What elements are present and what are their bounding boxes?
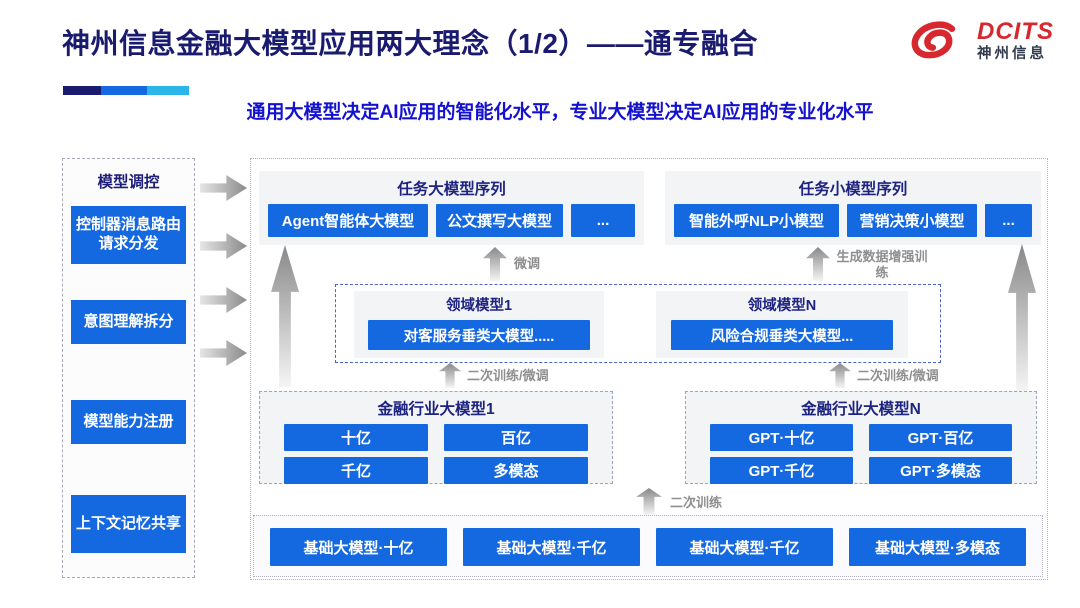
industry-model-1-panel: 金融行业大模型1 十亿 百亿 千亿 多模态 [259, 391, 613, 484]
model-box-gpt-hundred-billion: GPT·千亿 [710, 457, 853, 484]
task-small-model-series-panel: 任务小模型序列 智能外呼NLP小模型 营销决策小模型 ... [665, 171, 1041, 245]
model-box-multimodal: 多模态 [444, 457, 588, 484]
flow-arrow-up-tall-icon [271, 245, 299, 387]
title-accent-bar [63, 86, 189, 95]
model-box-outbound-nlp: 智能外呼NLP小模型 [674, 204, 839, 237]
logo-brand-cn-text: 神州信息 [977, 46, 1047, 63]
foundation-models-panel: 基础大模型·十亿 基础大模型·千亿 基础大模型·千亿 基础大模型·多模态 [253, 515, 1043, 577]
dcits-swirl-icon [911, 21, 956, 59]
model-control-panel: 模型调控 控制器消息路由请求分发 意图理解拆分 模型能力注册 上下文记忆共享 [62, 158, 195, 578]
model-box-billion: 十亿 [284, 424, 428, 451]
model-box-gpt-billion: GPT·十亿 [710, 424, 853, 451]
panel-title: 金融行业大模型N [801, 401, 921, 418]
sidebar-item-message-routing: 控制器消息路由请求分发 [71, 206, 186, 264]
sidebar-item-intent-split: 意图理解拆分 [71, 300, 186, 344]
panel-title: 领域模型N [747, 298, 817, 314]
flow-arrow-right-icon [200, 287, 247, 313]
model-box-gpt-ten-billion: GPT·百亿 [869, 424, 1012, 451]
model-box-ten-billion: 百亿 [444, 424, 588, 451]
panel-title: 任务小模型序列 [798, 181, 908, 198]
model-box-hundred-billion: 千亿 [284, 457, 428, 484]
model-box-customer-service-vertical: 对客服务垂类大模型..... [368, 320, 590, 350]
flow-arrow-right-icon [200, 175, 247, 201]
flow-label-fine-tune: 微调 [514, 256, 541, 271]
flow-label-secondary-train-finetune: 二次训练/微调 [467, 368, 549, 383]
flow-arrow-up-icon [829, 363, 851, 388]
flow-label-secondary-train-finetune: 二次训练/微调 [857, 368, 939, 383]
logo-brand-text: DCITS [977, 18, 1054, 46]
domain-model-1-panel: 领域模型1 对客服务垂类大模型..... [354, 291, 604, 358]
flow-arrow-up-icon [636, 488, 662, 515]
industry-model-n-panel: 金融行业大模型N GPT·十亿 GPT·百亿 GPT·千亿 GPT·多模态 [685, 391, 1037, 484]
model-box-foundation-billion: 基础大模型·十亿 [270, 528, 447, 566]
model-box-ellipsis: ... [985, 204, 1032, 237]
model-box-risk-compliance-vertical: 风险合规垂类大模型... [671, 320, 893, 350]
model-box-foundation-hundred-billion-2: 基础大模型·千亿 [656, 528, 833, 566]
model-box-gpt-multimodal: GPT·多模态 [869, 457, 1012, 484]
model-box-foundation-hundred-billion: 基础大模型·千亿 [463, 528, 640, 566]
task-large-model-series-panel: 任务大模型序列 Agent智能体大模型 公文撰写大模型 ... [259, 171, 644, 245]
domain-models-container: 领域模型1 对客服务垂类大模型..... 领域模型N 风险合规垂类大模型... [335, 284, 941, 363]
sidebar-item-context-memory: 上下文记忆共享 [71, 495, 186, 553]
flow-arrow-up-icon [439, 363, 461, 388]
model-box-marketing-decision: 营销决策小模型 [847, 204, 977, 237]
model-box-ellipsis: ... [571, 204, 635, 237]
slide-subtitle: 通用大模型决定AI应用的智能化水平，专业大模型决定AI应用的专业化水平 [246, 102, 874, 123]
flow-label-gen-data-augment: 生成数据增强训练 [836, 249, 928, 280]
model-box-agent-llm: Agent智能体大模型 [268, 204, 428, 237]
panel-title: 任务大模型序列 [397, 181, 506, 198]
panel-title: 金融行业大模型1 [377, 401, 495, 418]
model-box-foundation-multimodal: 基础大模型·多模态 [849, 528, 1026, 566]
domain-model-n-panel: 领域模型N 风险合规垂类大模型... [656, 291, 908, 358]
flow-arrow-right-icon [200, 340, 247, 366]
model-architecture-diagram: 任务大模型序列 Agent智能体大模型 公文撰写大模型 ... 任务小模型序列 … [250, 158, 1048, 580]
panel-title: 领域模型1 [445, 298, 513, 314]
sidebar-title: 模型调控 [97, 174, 160, 191]
flow-arrow-up-tall-icon [1008, 244, 1036, 392]
page-title: 神州信息金融大模型应用两大理念（1/2）——通专融合 [62, 28, 758, 59]
flow-label-secondary-train: 二次训练 [670, 495, 723, 510]
flow-arrow-up-icon [483, 247, 507, 281]
flow-arrow-right-icon [200, 233, 247, 259]
flow-arrow-up-icon [806, 247, 830, 281]
model-box-doc-writing-llm: 公文撰写大模型 [436, 204, 563, 237]
company-logo: DCITS 神州信息 [905, 18, 1054, 64]
sidebar-item-capability-register: 模型能力注册 [71, 400, 186, 444]
